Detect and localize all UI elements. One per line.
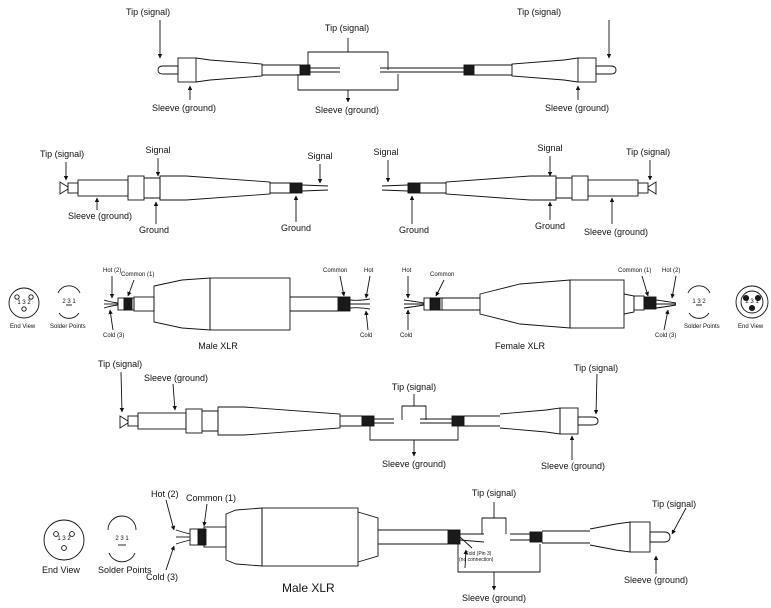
row3-left-hot-end-label: Hot <box>364 268 374 274</box>
row1-rca-cable <box>157 20 617 103</box>
row2-right-ground-a-label: Ground <box>398 225 430 235</box>
row5-no-connection-label: (no connection) <box>459 557 494 563</box>
row2-right-signal-a-label: Signal <box>373 147 399 157</box>
row5-end-view-label: End View <box>42 565 80 575</box>
row2-right-tip-label: Tip (signal) <box>626 147 671 157</box>
row1-sleeve-right-label: Sleeve (ground) <box>545 103 610 113</box>
row5-caption: Male XLR <box>282 581 335 595</box>
row3-right-female-xlr-cable <box>403 275 769 331</box>
row3-right-solder-points-label: Solder Points <box>684 324 720 330</box>
row3-right-common-1-label: Common (1) <box>618 268 652 274</box>
row4-sleeve-left-label: Sleeve (ground) <box>144 373 209 383</box>
row3-left-solder-points-label: Solder Points <box>50 324 86 330</box>
row5-end-view-pin-numbers: 1 3 2 <box>57 536 71 542</box>
row3-left-cold-3-label: Cold (3) <box>103 333 125 339</box>
row1-tip-center-label: Tip (signal) <box>324 23 370 33</box>
row3-right-end-view-pin-numbers: 2 3 1 <box>745 299 759 305</box>
row3-left-end-view-label: End View <box>10 324 36 330</box>
row3-left-solder-pin-numbers: 2 3 1 <box>62 299 76 305</box>
row5-xlr-to-rca-cable <box>43 499 687 591</box>
row3-left-end-view-pin-numbers: 1 3 2 <box>17 300 31 306</box>
row2-left-sleeve-label: Sleeve (ground) <box>68 211 133 221</box>
row4-tip-left-label: Tip (signal) <box>98 359 143 369</box>
row2-right-signal-b-label: Signal <box>537 143 563 153</box>
row3-right-common-label: Common <box>430 272 455 278</box>
row1-tip-left-label: Tip (signal) <box>126 7 171 17</box>
row1-sleeve-center-label: Sleeve (ground) <box>314 105 380 115</box>
row2-left-signal-a-label: Signal <box>145 145 171 155</box>
row4-sleeve-right-label: Sleeve (ground) <box>541 461 606 471</box>
row5-solder-points-label: Solder Points <box>98 565 152 575</box>
row3-right-hot-label: Hot <box>402 268 412 274</box>
row2-left-ground-a-label: Ground <box>138 225 170 235</box>
row3-left-caption: Male XLR <box>198 341 238 351</box>
row5-tip-center-label: Tip (signal) <box>471 488 517 498</box>
row2-right-ground-b-label: Ground <box>534 221 566 231</box>
row5-tip-right-label: Tip (signal) <box>652 499 697 509</box>
row4-tip-center-label: Tip (signal) <box>391 382 437 392</box>
row3-right-cold-3-label: Cold (3) <box>655 333 677 339</box>
row3-right-solder-pin-numbers: 1 3 2 <box>692 299 706 305</box>
row3-right-hot-2-label: Hot (2) <box>662 268 681 274</box>
row2-right-sleeve-label: Sleeve (ground) <box>584 227 649 237</box>
row2-left-quarter-inch-plug <box>59 158 329 224</box>
row5-hot-label: Hot (2) <box>151 489 179 499</box>
row4-quarter-inch-to-rca-cable <box>119 371 599 460</box>
row5-sleeve-right-label: Sleeve (ground) <box>624 575 689 585</box>
row1-sleeve-left-label: Sleeve (ground) <box>152 103 217 113</box>
row2-right-quarter-inch-plug <box>381 156 657 224</box>
row3-right-end-view-label: End View <box>738 324 764 330</box>
row4-sleeve-center-label: Sleeve (ground) <box>381 459 447 469</box>
row5-cold-label: Cold (3) <box>146 572 179 582</box>
row5-solder-pin-numbers: 2 3 1 <box>115 536 129 542</box>
row5-common-label: Common (1) <box>186 493 237 503</box>
row2-left-tip-label: Tip (signal) <box>40 149 85 159</box>
row3-left-male-xlr-cable <box>8 275 371 331</box>
row5-cold-pin-label: Cold (Pin 3) <box>465 551 492 557</box>
row3-left-common-label: Common <box>323 268 348 274</box>
row4-tip-right-label: Tip (signal) <box>574 363 619 373</box>
row3-right-caption: Female XLR <box>494 341 546 351</box>
row2-left-signal-b-label: Signal <box>307 151 333 161</box>
row3-left-cold-label: Cold <box>360 333 373 339</box>
row3-left-common-1-label: Common (1) <box>121 272 155 278</box>
row3-right-cold-label: Cold <box>400 333 413 339</box>
row5-sleeve-center-label: Sleeve (ground) <box>461 593 527 603</box>
row2-left-ground-b-label: Ground <box>280 223 312 233</box>
row1-tip-right-label: Tip (signal) <box>517 7 562 17</box>
row3-left-hot-label: Hot (2) <box>103 268 122 274</box>
